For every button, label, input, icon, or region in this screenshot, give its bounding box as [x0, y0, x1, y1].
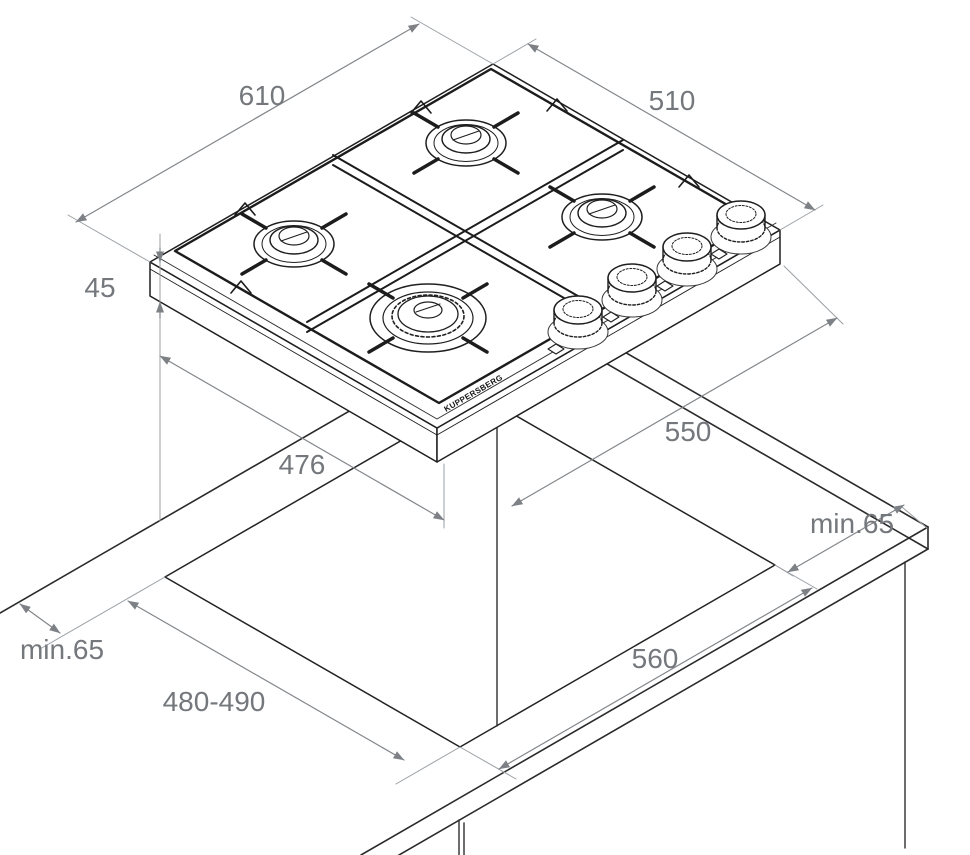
knob-3	[656, 232, 718, 287]
dim-label-clearance-right: min.65	[810, 508, 894, 539]
dim-hob-width	[75, 23, 420, 223]
dim-label-cutout-depth: 480-490	[163, 686, 266, 717]
dim-cutout-depth	[127, 600, 405, 761]
dim-label-cabinet-depth: 550	[665, 416, 712, 447]
dim-label-hob-height: 45	[84, 272, 115, 303]
ext-hob-width-2	[410, 16, 494, 65]
dim-front-depth	[159, 355, 445, 521]
dim-label-hob-width: 610	[239, 80, 286, 111]
ext-clearance-right-2	[901, 506, 928, 529]
ext-cutout-width-2	[774, 564, 818, 590]
cabinet	[458, 404, 906, 855]
knob-4	[710, 200, 772, 255]
dim-cabinet-depth	[511, 317, 838, 507]
dim-label-hob-depth: 510	[649, 85, 696, 116]
dim-clearance-right	[787, 504, 905, 573]
dim-label-clearance-left: min.65	[20, 634, 104, 665]
dim-clearance-left	[19, 603, 61, 634]
ext-cutout-back-edge	[39, 576, 166, 650]
knob-1	[547, 295, 609, 350]
ext-cabinet-depth	[783, 265, 844, 325]
ext-hob-depth-2	[779, 204, 824, 231]
dim-label-front-depth: 476	[279, 449, 326, 480]
dim-label-cutout-width: 560	[632, 643, 679, 674]
knob-2	[601, 263, 663, 318]
ext-hob-depth-1	[492, 38, 537, 65]
ext-cutout-depth	[395, 746, 461, 785]
burner-wok	[369, 283, 487, 353]
dim-hob-depth	[527, 43, 816, 211]
dimensions: 610 510 45 476 550 min.65 560 min.65 480…	[19, 16, 928, 785]
ext-cutout-width-1	[459, 746, 517, 780]
dim-cutout-width	[498, 587, 813, 770]
ext-hob-width-1	[67, 214, 151, 263]
